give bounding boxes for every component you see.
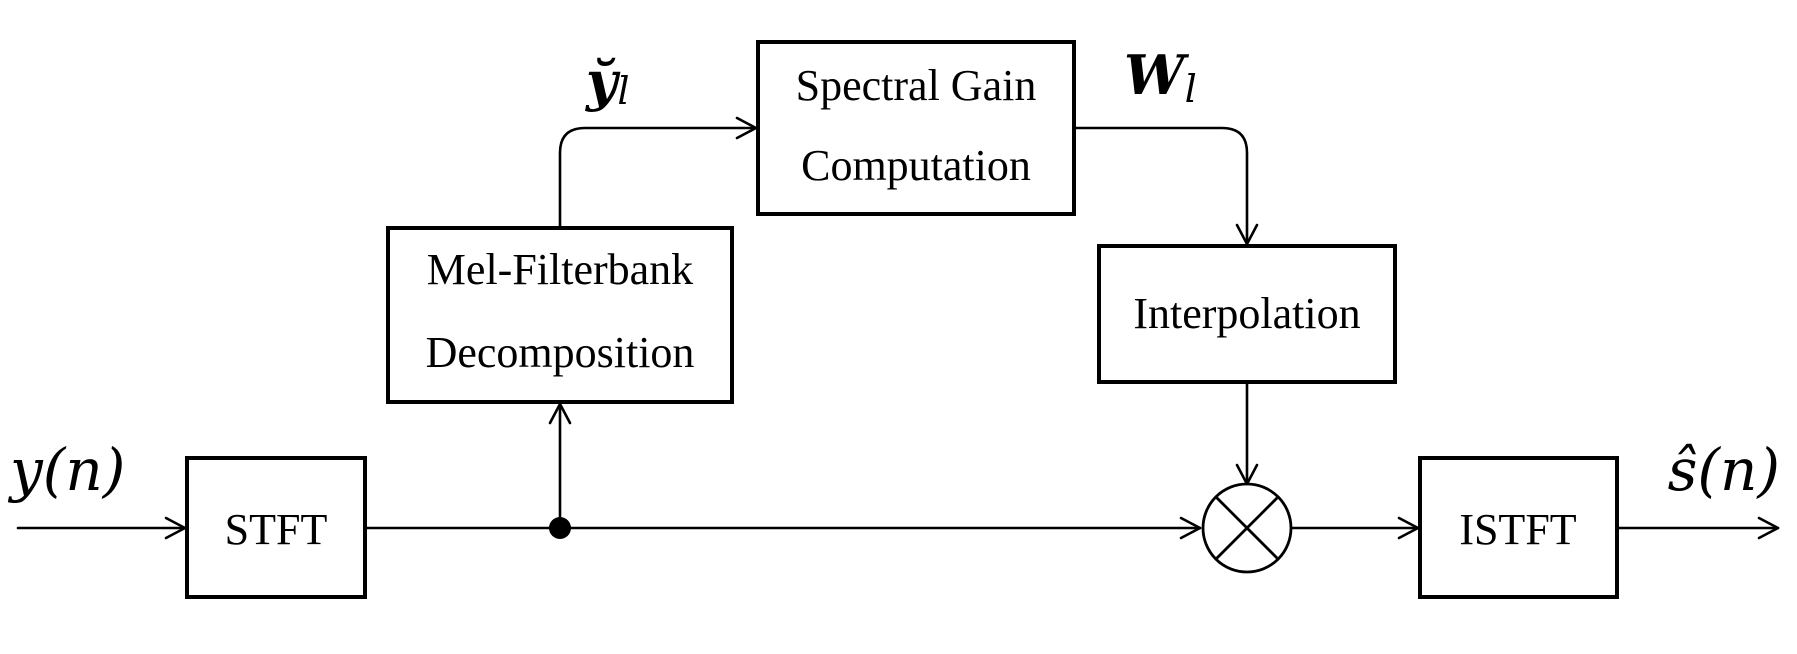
istft-block: ISTFT	[1418, 456, 1619, 599]
gain-output-signal-label: Wl	[1124, 43, 1197, 111]
istft-label: ISTFT	[1459, 505, 1576, 554]
gain-output-subscript: l	[1185, 67, 1197, 111]
arrowhead-multiplier-input	[1179, 516, 1202, 540]
gain-output-symbol: W	[1124, 43, 1190, 107]
mel-output-subscript: l	[617, 69, 629, 113]
mel-filterbank-label-line1: Mel-Filterbank	[427, 245, 693, 294]
stft-block: STFT	[185, 456, 367, 599]
multiply-circle-icon	[1201, 482, 1293, 574]
interpolation-label: Interpolation	[1133, 289, 1360, 338]
spectral-gain-label-line1: Spectral Gain	[796, 61, 1037, 110]
spectral-gain-block: Spectral Gain Computation	[756, 40, 1076, 216]
mel-filterbank-label-line2: Decomposition	[426, 328, 695, 377]
wire-mel-to-gain	[558, 126, 758, 228]
stft-label: STFT	[225, 505, 328, 554]
mel-filterbank-block: Mel-Filterbank Decomposition	[386, 226, 734, 404]
spectral-gain-label-line2: Computation	[801, 141, 1031, 190]
wire-gain-to-interp	[1072, 126, 1249, 246]
arrowhead-output	[1757, 516, 1780, 540]
input-signal-label: y(n)	[7, 436, 125, 504]
mel-output-signal-label: y̆l	[585, 49, 630, 113]
output-signal-label: ŝ(n)	[1668, 436, 1780, 504]
mel-output-symbol: y̆	[585, 49, 621, 113]
interpolation-block: Interpolation	[1097, 244, 1397, 384]
